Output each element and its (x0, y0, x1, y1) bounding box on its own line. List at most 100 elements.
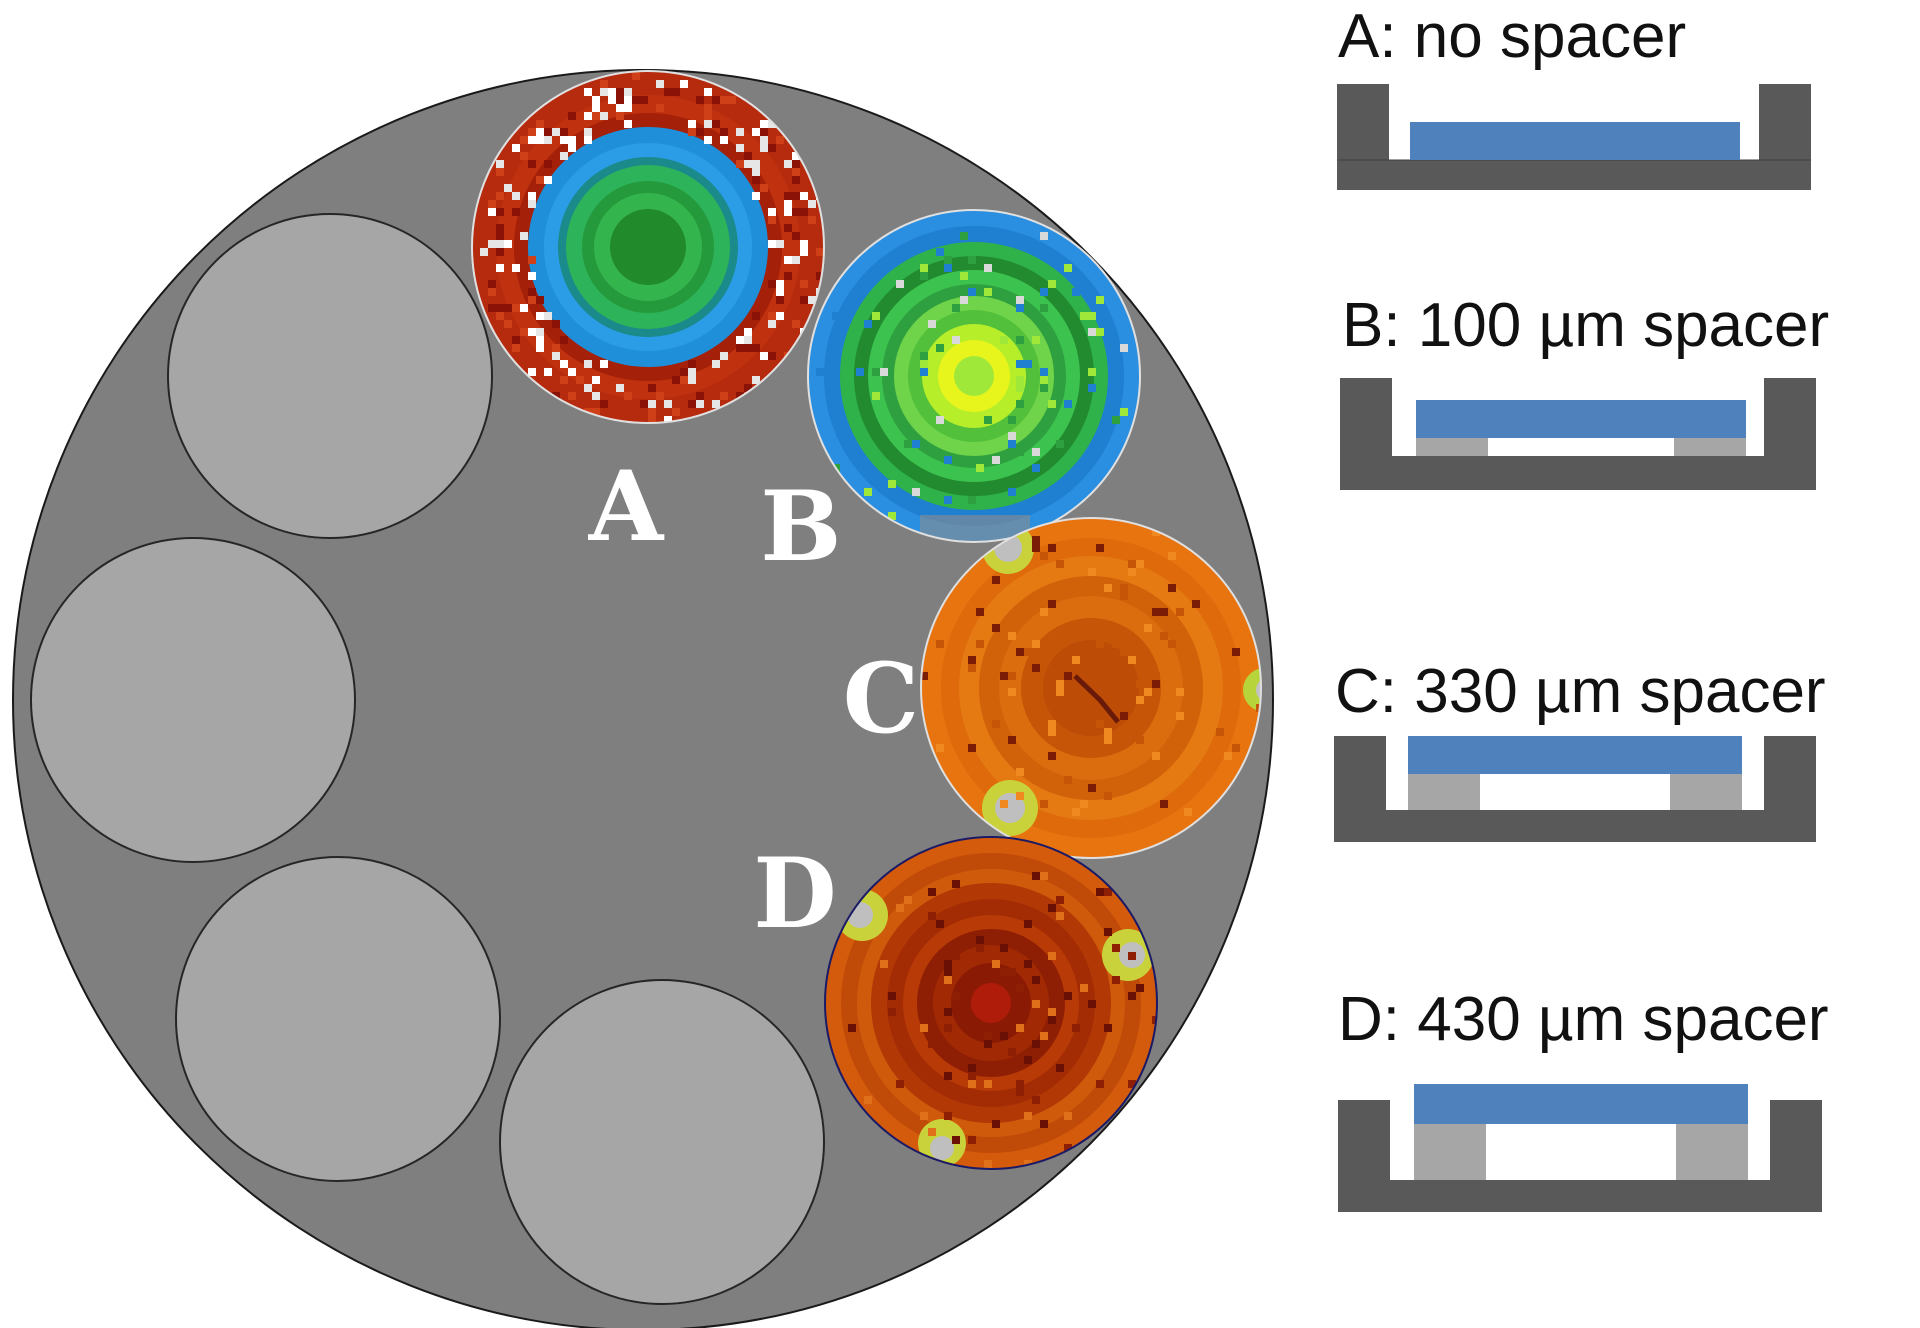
wafer-pixel (944, 1072, 952, 1080)
empty-slot (30, 537, 356, 863)
wafer-pixel (1064, 992, 1072, 1000)
wafer-pixel (704, 88, 712, 96)
wafer-pixel (1016, 400, 1024, 408)
wafer-pixel (632, 72, 640, 80)
wafer-pixel (1056, 440, 1064, 448)
wafer-pixel (712, 96, 720, 104)
wafer-pixel (736, 336, 744, 344)
wafer-pixel (1016, 296, 1024, 304)
wafer-pixel (736, 160, 744, 168)
wafer-pixel (568, 144, 576, 152)
wafer-pixel (680, 376, 688, 384)
wafer-pixel (1048, 728, 1056, 736)
wafer-pixel (1096, 1080, 1104, 1088)
wafer-pixel (1008, 968, 1016, 976)
wafer-pixel (920, 272, 928, 280)
wafer-pixel (488, 200, 496, 208)
wafer-pixel (592, 104, 600, 112)
wafer-pixel (512, 304, 520, 312)
wafer-pixel (776, 288, 784, 296)
wafer-pixel (952, 304, 960, 312)
wafer-pixel (616, 104, 624, 112)
wafer-pixel (1120, 712, 1128, 720)
wafer-pixel (1176, 608, 1184, 616)
wafer-pixel (520, 152, 528, 160)
wafer-pixel (936, 744, 944, 752)
wafer-pixel (672, 88, 680, 96)
wafer-pixel (1064, 1144, 1072, 1152)
wafer-pixel (688, 128, 696, 136)
wafer-pixel (504, 304, 512, 312)
wafer-pixel (576, 376, 584, 384)
wafer-pixel (1088, 1000, 1096, 1008)
wafer-pixel (976, 608, 984, 616)
wafer-pixel (768, 208, 776, 216)
wafer-pixel (800, 240, 808, 248)
wafer-pixel (920, 368, 928, 376)
wafer-pixel (1088, 368, 1096, 376)
wafer-pixel (1040, 608, 1048, 616)
wafer-pixel (624, 120, 632, 128)
wafer-pixel (1056, 896, 1064, 904)
wafer-pixel (1040, 1120, 1048, 1128)
wafer-map-c (920, 517, 1262, 859)
wafer-pixel (1096, 888, 1104, 896)
wafer-pixel (752, 376, 760, 384)
wafer-pixel (1024, 360, 1032, 368)
wafer-pixel (816, 248, 824, 256)
wafer-pixel (776, 312, 784, 320)
substrate (1414, 1084, 1748, 1124)
wafer-pixel (856, 368, 864, 376)
wafer-pixel (936, 920, 944, 928)
wafer-pixel (984, 1032, 992, 1040)
wafer-pixel (568, 136, 576, 144)
wafer-pixel (936, 416, 944, 424)
wafer-pixel (784, 256, 792, 264)
wafer-pixel (864, 1096, 872, 1104)
wafer-pixel (608, 88, 616, 96)
wafer-pixel (936, 640, 944, 648)
wafer-map-d (824, 836, 1158, 1170)
wafer-pixel (984, 1040, 992, 1048)
wafer-pixel (944, 976, 952, 984)
wafer-pixel (696, 400, 704, 408)
wafer-pixel (1016, 360, 1024, 368)
wafer-pixel (1080, 800, 1088, 808)
wafer-pixel (960, 296, 968, 304)
wafer-pixel (952, 1136, 960, 1144)
wafer-map-b (807, 209, 1141, 543)
spacer (1676, 1124, 1748, 1180)
wafer-pixel (760, 352, 768, 360)
wafer-pixel (616, 384, 624, 392)
wafer-pixel (1160, 800, 1168, 808)
wafer-pixel (496, 224, 504, 232)
wafer-pixel (976, 944, 984, 952)
wafer-pixel (1096, 296, 1104, 304)
wafer-pixel (1120, 344, 1128, 352)
wafer-pixel (1112, 640, 1120, 648)
wafer-pixel (904, 440, 912, 448)
wafer-pixel (744, 328, 752, 336)
wafer-pixel (600, 360, 608, 368)
wafer-pixel (1040, 384, 1048, 392)
wafer-pixel (1016, 336, 1024, 344)
wafer-pixel (921, 672, 928, 680)
wafer-pixel (1160, 632, 1168, 640)
wafer-pixel (1040, 232, 1048, 240)
wafer-pixel (1000, 1032, 1008, 1040)
wafer-pixel (1032, 976, 1040, 984)
wafer-pixel (504, 240, 512, 248)
wafer-pixel (496, 192, 504, 200)
wafer-pixel (760, 144, 768, 152)
wafer-pixel (784, 224, 792, 232)
wafer-pixel (784, 160, 792, 168)
wafer-pixel (864, 320, 872, 328)
wafer-pixel (992, 624, 1000, 632)
wafer-pixel (904, 248, 912, 256)
wafer-pixel (768, 120, 776, 128)
wafer-pixel (888, 1008, 896, 1016)
wafer-pixel (816, 368, 824, 376)
wafer-pixel (1008, 736, 1016, 744)
wafer-pixel (784, 208, 792, 216)
cross-section-b: B: 100 µm spacer (1340, 291, 1829, 490)
